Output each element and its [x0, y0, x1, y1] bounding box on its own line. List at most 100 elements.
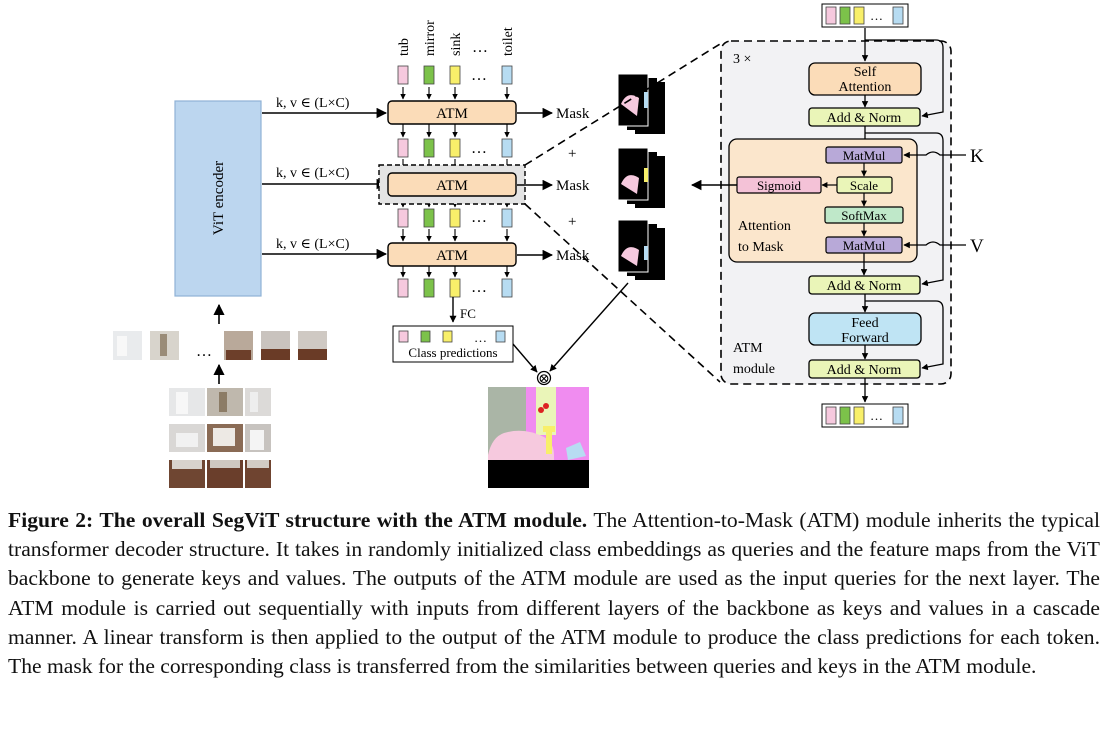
- vit-encoder-block: [174, 100, 262, 297]
- input-tokens: [825, 6, 904, 25]
- class-token-tub: [397, 278, 409, 298]
- class-label-sink: sink: [449, 33, 464, 56]
- atm-label-1: ATM: [436, 106, 468, 122]
- atm-block-1: [387, 100, 517, 125]
- mask-label-3: Mask: [556, 248, 590, 264]
- module-token-tub: [825, 406, 837, 425]
- scale-label: Scale: [850, 178, 878, 193]
- attention-to-mask-group: [728, 138, 918, 263]
- caption-label: Figure 2: The overall SegViT structure w…: [8, 508, 588, 532]
- plus-1: +: [568, 146, 576, 162]
- attention-to-mask-label-2: to Mask: [738, 240, 784, 255]
- class-token-mirror: [423, 278, 435, 298]
- segvit-architecture-diagram: ViT encoder k, v ∈ (L×C) k, v ∈ (L×C) k,…: [113, 3, 984, 488]
- class-token-tub: [397, 65, 409, 85]
- module-token-tub: [825, 6, 837, 25]
- class-token-tub: [397, 138, 409, 158]
- class-predictions-box: [392, 325, 514, 363]
- otimes-circle: [536, 370, 552, 386]
- prediction-token-toilet: [495, 330, 506, 343]
- class-token-toilet: [501, 65, 513, 85]
- class-prediction-ellipsis: …: [474, 330, 487, 345]
- feed-forward-label-2: Forward: [841, 331, 888, 346]
- zoom-lines: [524, 43, 721, 383]
- caption-text: The Attention-to-Mask (ATM) module inher…: [8, 508, 1100, 679]
- class-token-sink: [449, 208, 461, 228]
- token-ellipsis-row4: …: [471, 279, 487, 296]
- v-label: V: [970, 236, 984, 257]
- self-attention-label-2: Attention: [839, 80, 892, 95]
- class-token-sink: [449, 138, 461, 158]
- v-input-arrow: [903, 241, 966, 249]
- module-token-sink: [853, 406, 865, 425]
- self-attention-label-1: Self: [854, 65, 877, 80]
- kv-label-2: k, v ∈ (L×C): [276, 166, 350, 181]
- module-token-sink: [853, 6, 865, 25]
- module-token-mirror: [839, 406, 851, 425]
- output-token-ellipsis: …: [870, 408, 883, 423]
- class-token-mirror: [423, 208, 435, 228]
- residual-2: [865, 132, 944, 287]
- class-label-mirror: mirror: [423, 20, 438, 56]
- add-norm-label-3: Add & Norm: [827, 363, 902, 378]
- class-token-toilet: [501, 278, 513, 298]
- token-ellipses: … … … …: [471, 67, 487, 296]
- residual-3: [865, 300, 944, 371]
- input-token-ellipsis: …: [870, 8, 883, 23]
- add-norm-label-1: Add & Norm: [827, 111, 902, 126]
- class-label-toilet: toilet: [501, 27, 516, 56]
- class-token-tub: [397, 208, 409, 228]
- atm-module-label-2: module: [733, 362, 775, 377]
- fc-label: FC: [460, 306, 476, 321]
- mask-label-2: Mask: [556, 178, 590, 194]
- class-label-ellipsis: …: [472, 39, 488, 56]
- module-token-toilet: [892, 6, 904, 25]
- attention-to-mask-label-1: Attention: [738, 219, 791, 234]
- module-token-mirror: [839, 6, 851, 25]
- class-token-sink: [449, 65, 461, 85]
- add-norm-label-2: Add & Norm: [827, 279, 902, 294]
- atm-block-2: [387, 172, 517, 197]
- softmax-label: SoftMax: [841, 208, 887, 223]
- figure-caption: Figure 2: The overall SegViT structure w…: [8, 506, 1100, 681]
- class-token-mirror: [423, 65, 435, 85]
- predictions-to-output-arrow: [512, 343, 538, 373]
- patch-ellipsis: …: [196, 343, 212, 360]
- class-label-tub: tub: [397, 38, 412, 56]
- k-input-arrow: [903, 151, 966, 159]
- input-residual: [865, 39, 944, 119]
- mask-stack-2: [617, 147, 665, 208]
- matmul-label-2: MatMul: [843, 238, 886, 253]
- mask-label-1: Mask: [556, 106, 590, 122]
- prediction-token-mirror: [420, 330, 431, 343]
- mask-stack-3: [617, 219, 665, 280]
- repeat-label: 3 ×: [733, 52, 751, 67]
- atm-block-3: [387, 242, 517, 267]
- patch-sequence: …: [113, 331, 327, 360]
- class-prediction-tokens: [398, 330, 506, 343]
- module-token-toilet: [892, 406, 904, 425]
- token-ellipsis-row1: …: [471, 67, 487, 84]
- output-tokens: [825, 406, 904, 425]
- atm-label-3: ATM: [436, 248, 468, 264]
- class-token-sink: [449, 278, 461, 298]
- class-token-mirror: [423, 138, 435, 158]
- mask-arrows: [517, 107, 554, 261]
- kv-label-1: k, v ∈ (L×C): [276, 96, 350, 111]
- vit-encoder-label: ViT encoder: [211, 161, 227, 235]
- prediction-token-sink: [442, 330, 453, 343]
- masks-to-output-arrow: [549, 282, 629, 372]
- class-predictions-label: Class predictions: [408, 345, 497, 360]
- otimes-symbol: ⊗: [538, 372, 550, 387]
- kv-label-3: k, v ∈ (L×C): [276, 237, 350, 252]
- sigmoid-label: Sigmoid: [757, 178, 802, 193]
- output-segmentation-map: [488, 387, 589, 488]
- feed-forward-label-1: Feed: [851, 316, 878, 331]
- token-ellipsis-row3: …: [471, 209, 487, 226]
- atm-module-label-1: ATM: [733, 341, 763, 356]
- token-ellipsis-row2: …: [471, 140, 487, 157]
- prediction-token-tub: [398, 330, 409, 343]
- patch-grid: [169, 388, 271, 488]
- k-label: K: [970, 146, 984, 167]
- plus-2: +: [568, 214, 576, 230]
